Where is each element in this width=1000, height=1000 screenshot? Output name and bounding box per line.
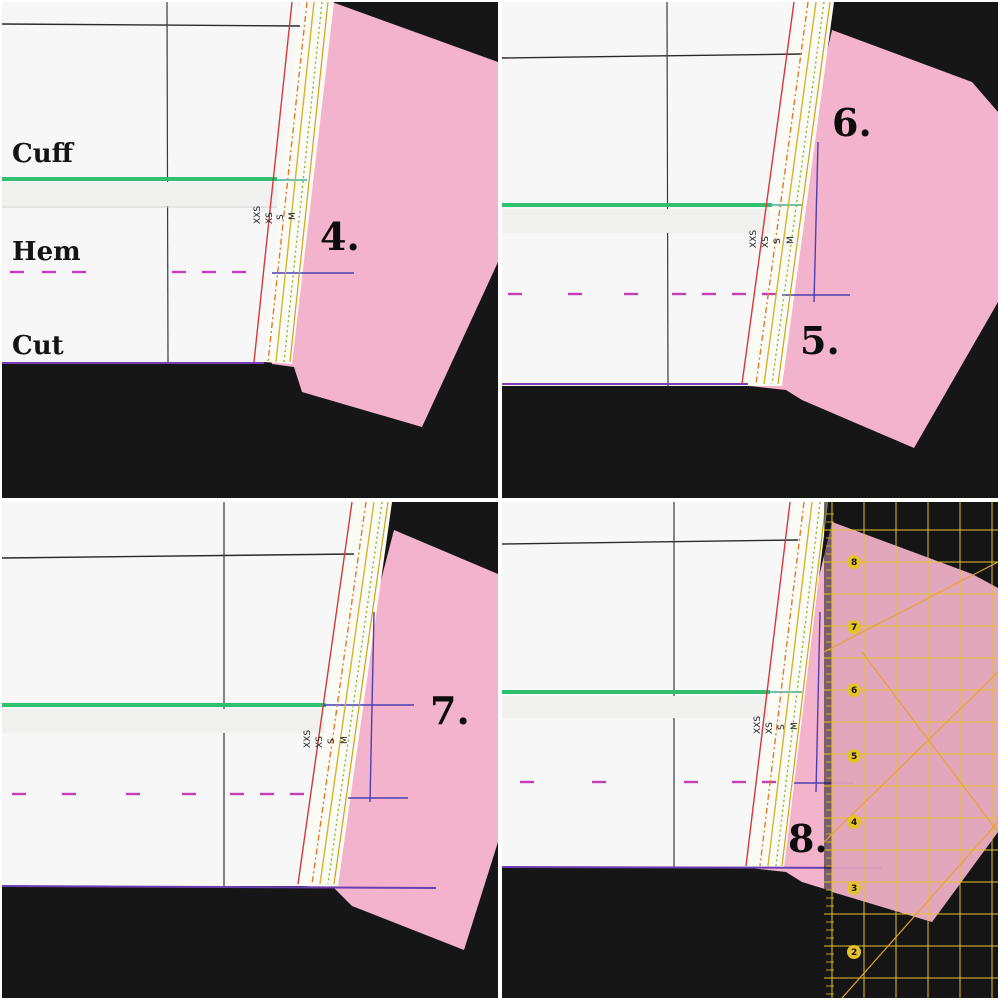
size-tags: XXS XS S M [253,206,298,224]
pattern-photo-4: XXS XS S M 8 7 6 5 [502,502,998,998]
seam-allowance-strip [748,502,828,868]
step-7-label: 7. [430,688,470,733]
step-8-label: 8. [788,816,828,861]
step-6-label: 6. [832,100,872,145]
size-tags: XXS XS S M [749,230,796,248]
cuff-label: Cuff [12,139,75,169]
pattern-photo-3: XXS XS S M 7. [2,502,498,950]
size-tag-s: S [276,214,286,220]
pattern-photo-2: XXS XS S M 6. 5. [502,2,998,448]
size-tag-s: S [773,238,783,244]
ruler-number-5: 5 [851,752,857,762]
cut-label: Cut [12,331,64,361]
photo-panel-steps-5-6: XXS XS S M 6. 5. [502,2,998,498]
ruler-number-4: 4 [851,818,857,828]
size-tag-m: M [786,236,796,244]
guide-line-vertical [813,141,819,303]
ruler-numbers: 8 7 6 5 4 3 2 [847,555,861,959]
guide-line-vertical [815,611,821,793]
size-tag-xxs: XXS [303,730,313,748]
photo-panel-step-8: XXS XS S M 8 7 6 5 [502,502,998,998]
ruler-number-7: 7 [851,623,857,633]
size-tag-m: M [288,212,298,220]
quilting-ruler: 8 7 6 5 4 3 2 [823,502,998,998]
hem-label: Hem [12,237,81,267]
cut-line [502,866,883,869]
photo-panel-step-4: XXS XS S M Cuff Hem Cut 4. [2,2,498,498]
size-tag-m: M [790,722,800,730]
pattern-paper [502,502,798,868]
cut-line [2,885,437,889]
size-tag-xxs: XXS [253,206,263,224]
size-tag-xs: XS [265,212,275,224]
size-tag-xxs: XXS [749,230,759,248]
pink-paper-extension [302,530,498,950]
size-tag-m: M [340,736,350,744]
step-5-label: 5. [800,318,840,363]
ruler-grid [824,502,998,998]
pink-paper-extension [270,2,498,427]
ruler-number-8: 8 [851,558,857,568]
step-4-label: 4. [320,214,360,259]
pattern-paper [2,502,358,886]
guide-line-vertical [369,611,375,803]
ruler-diagonals [823,561,998,998]
size-tag-s: S [777,724,787,730]
pattern-photo-1: XXS XS S M Cuff Hem Cut 4. [2,2,498,427]
size-tags: XXS XS S M [303,730,350,748]
ruler-number-3: 3 [851,884,857,894]
ruler-number-6: 6 [851,686,857,696]
size-tags: XXS XS S M [753,716,800,734]
size-tag-xs: XS [765,722,775,734]
ruler-number-2: 2 [851,948,857,958]
size-tag-xs: XS [315,736,325,748]
size-tag-xxs: XXS [753,716,763,734]
photo-panel-step-7: XXS XS S M 7. [2,502,498,998]
pattern-paper [502,2,802,386]
size-tag-s: S [327,738,337,744]
size-tag-xs: XS [761,236,771,248]
